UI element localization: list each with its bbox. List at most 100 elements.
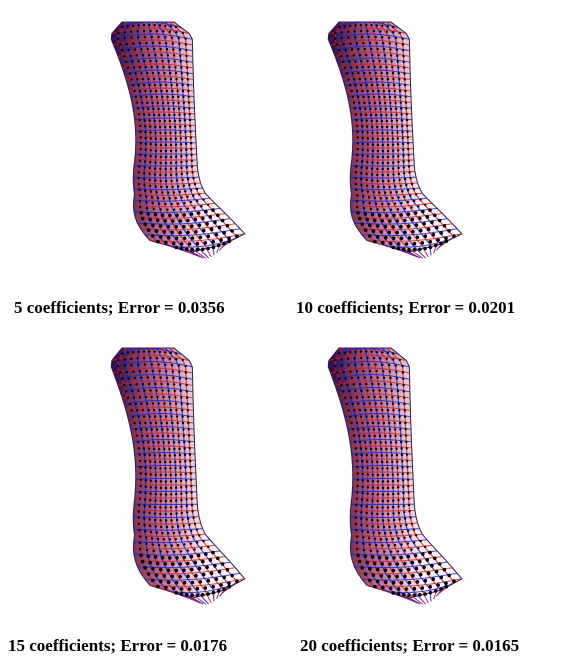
mesh-line xyxy=(133,445,195,449)
mesh-vertex xyxy=(383,95,386,99)
mesh-vertex xyxy=(406,212,411,216)
mesh-vertex xyxy=(169,155,173,159)
mesh-vertex xyxy=(370,512,374,515)
mesh-vertex xyxy=(407,497,410,500)
mesh-vertex xyxy=(164,460,167,464)
mesh-vertex xyxy=(383,208,386,211)
mesh-vertex xyxy=(148,511,151,515)
mesh-vertex xyxy=(363,554,368,559)
mesh-vertex xyxy=(127,377,130,380)
mesh-vertex xyxy=(372,218,377,223)
mesh-vertex xyxy=(376,208,379,211)
mesh-vertex xyxy=(164,131,167,135)
mesh-vertex xyxy=(182,101,185,105)
mesh-vertex xyxy=(180,196,183,199)
mesh-vertex xyxy=(391,537,394,541)
mesh-vertex xyxy=(403,409,406,412)
mesh-vertex xyxy=(179,479,183,482)
mesh-line xyxy=(351,117,413,121)
mesh-vertex xyxy=(153,505,157,509)
mesh-vertex xyxy=(164,467,167,470)
mesh-vertex xyxy=(379,395,382,399)
mesh-vertex xyxy=(141,54,145,57)
mesh-vertex xyxy=(403,396,406,399)
mesh-vertex xyxy=(158,113,161,117)
mesh-line xyxy=(120,386,193,393)
mesh-vertex xyxy=(150,65,153,69)
mesh-vertex xyxy=(363,212,368,216)
mesh-vertex xyxy=(131,24,135,27)
mesh-vertex xyxy=(381,202,384,206)
mesh-vertex xyxy=(356,194,359,197)
mesh-vertex xyxy=(394,441,398,444)
mesh-vertex xyxy=(157,441,160,444)
mesh-vertex xyxy=(180,149,183,152)
mesh-vertex xyxy=(371,149,375,152)
mesh-vertex xyxy=(340,383,343,387)
mesh-vertex xyxy=(187,587,192,591)
mesh-vertex xyxy=(126,351,129,355)
mesh-vertex xyxy=(198,534,201,537)
mesh-vertex xyxy=(146,212,151,216)
mesh-vertex xyxy=(418,228,423,233)
mesh-vertex xyxy=(153,167,157,170)
mesh-vertex xyxy=(388,42,391,45)
mesh-vertex xyxy=(361,485,364,488)
mesh-vertex xyxy=(365,350,368,353)
mesh-vertex xyxy=(381,480,385,483)
mesh-vertex xyxy=(407,147,410,151)
mesh-vertex xyxy=(162,538,166,541)
mesh-vertex xyxy=(180,498,183,502)
mesh-vertex xyxy=(348,24,352,27)
mesh-line xyxy=(111,360,193,368)
mesh-vertex xyxy=(149,498,152,502)
mesh-vertex xyxy=(366,492,369,495)
mesh-vertex xyxy=(410,522,414,526)
mesh-vertex xyxy=(357,402,360,405)
mesh-line xyxy=(125,75,194,80)
mesh-vertex xyxy=(356,459,359,463)
mesh-vertex xyxy=(391,143,395,146)
mesh-vertex xyxy=(158,567,163,572)
mesh-vertex xyxy=(201,228,206,233)
mesh-vertex xyxy=(164,363,167,366)
mesh-vertex xyxy=(160,421,163,425)
mesh-vertex xyxy=(434,225,439,230)
mesh-vertex xyxy=(149,492,152,495)
mesh-vertex xyxy=(155,191,158,194)
mesh-vertex xyxy=(381,493,385,496)
mesh-vertex xyxy=(166,550,169,553)
mesh-vertex xyxy=(174,486,178,489)
mesh-vertex xyxy=(148,178,151,182)
mesh-vertex xyxy=(166,208,169,211)
mesh-vertex xyxy=(179,473,182,476)
mesh-vertex xyxy=(171,421,174,425)
mesh-vertex xyxy=(347,78,350,81)
mesh-vertex xyxy=(389,376,392,380)
mesh-vertex xyxy=(146,434,149,438)
mesh-vertex xyxy=(159,506,162,509)
mesh-vertex xyxy=(211,584,215,589)
mesh-vertex xyxy=(154,53,157,57)
mesh-vertex xyxy=(338,49,341,52)
mesh-vertex xyxy=(138,89,142,93)
mesh-vertex xyxy=(159,460,162,464)
mesh-vertex xyxy=(180,396,183,399)
mesh-vertex xyxy=(151,434,154,438)
mesh-vertex xyxy=(167,107,170,111)
mesh-line xyxy=(350,528,420,531)
mesh-vertex xyxy=(402,160,405,163)
mesh-vertex xyxy=(169,173,173,177)
mesh-vertex xyxy=(380,562,384,566)
mesh-vertex xyxy=(165,185,169,189)
mesh-vertex xyxy=(378,531,381,535)
mesh-vertex xyxy=(186,561,190,566)
mesh-vertex xyxy=(404,428,407,431)
mesh-panel-2 xyxy=(305,10,465,280)
mesh-vertex xyxy=(397,492,400,495)
mesh-vertex xyxy=(140,376,143,379)
mesh-vertex xyxy=(361,479,364,482)
mesh-vertex xyxy=(162,357,165,360)
mesh-vertex xyxy=(209,571,214,575)
mesh-vertex xyxy=(364,113,368,116)
